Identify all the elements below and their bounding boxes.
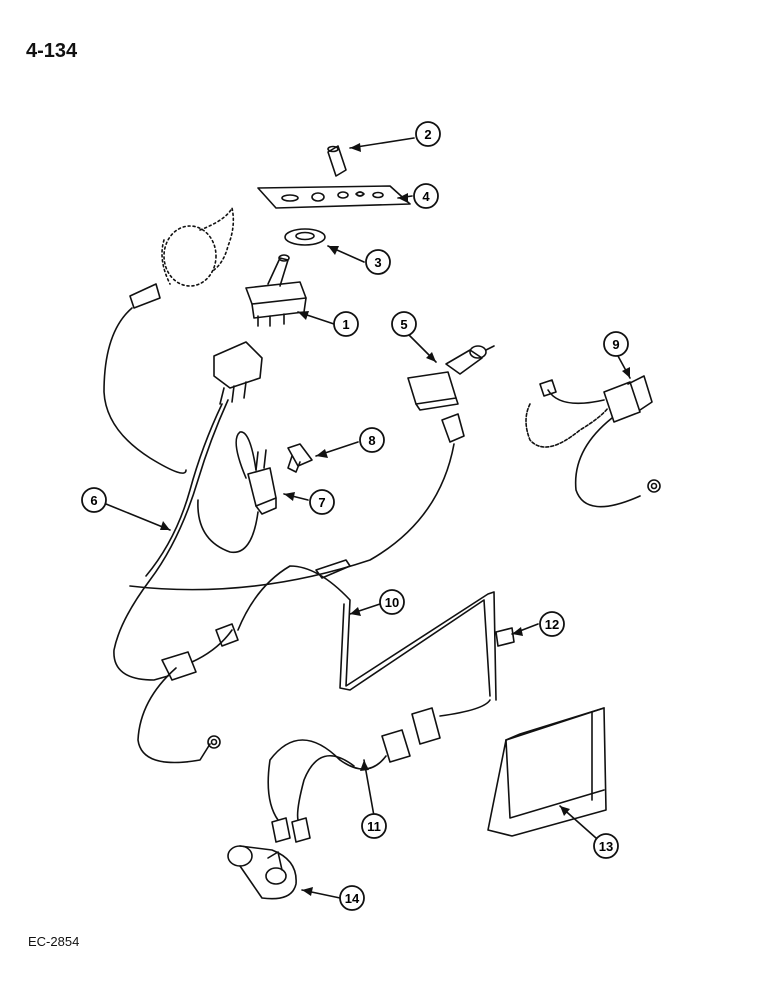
part-fuse-holder <box>247 449 277 515</box>
svg-text:5: 5 <box>400 317 407 332</box>
callout-2: 2 <box>415 121 441 147</box>
part-nut <box>284 228 326 246</box>
svg-text:8: 8 <box>368 433 375 448</box>
part-main-harness <box>103 283 465 764</box>
svg-text:13: 13 <box>599 839 613 854</box>
callout-9: 9 <box>603 331 629 357</box>
part-fuse <box>287 443 313 473</box>
callout-11: 11 <box>361 813 387 839</box>
part-guard <box>487 707 607 837</box>
part-switch-plate <box>257 185 411 209</box>
callouts: 1 2 3 4 5 6 7 8 9 10 11 12 13 14 <box>81 121 629 911</box>
callout-10: 10 <box>379 589 405 615</box>
callout-8: 8 <box>359 427 385 453</box>
callout-7: 7 <box>309 489 335 515</box>
callout-12: 12 <box>539 611 565 637</box>
svg-text:4: 4 <box>422 189 430 204</box>
svg-text:7: 7 <box>318 495 325 510</box>
figure-code: EC-2854 <box>28 934 80 949</box>
callout-13: 13 <box>593 833 619 859</box>
svg-text:11: 11 <box>367 819 381 834</box>
svg-text:3: 3 <box>374 255 381 270</box>
svg-text:12: 12 <box>545 617 559 632</box>
part-sender-harness <box>267 707 441 843</box>
svg-text:2: 2 <box>424 127 431 142</box>
svg-text:9: 9 <box>612 337 619 352</box>
part-pin <box>327 145 347 177</box>
callout-4: 4 <box>413 183 439 209</box>
leader-arrowheads <box>160 143 630 896</box>
callout-3: 3 <box>365 249 391 275</box>
callout-5: 5 <box>391 311 417 337</box>
part-toggle-switch <box>245 254 307 327</box>
svg-text:14: 14 <box>345 891 360 906</box>
svg-text:10: 10 <box>385 595 399 610</box>
part-clip <box>495 627 515 647</box>
callout-6: 6 <box>81 487 107 513</box>
part-harness-bracket <box>237 559 497 717</box>
ignition-switch <box>161 207 235 287</box>
svg-text:1: 1 <box>342 317 349 332</box>
callout-14: 14 <box>339 885 365 911</box>
callout-1: 1 <box>333 311 359 337</box>
part-oil-pressure-sender <box>227 845 297 900</box>
page-number: 4-134 <box>26 40 78 62</box>
part-pressure-switch <box>407 345 495 411</box>
part-coil-harness <box>525 375 661 508</box>
svg-text:6: 6 <box>90 493 97 508</box>
